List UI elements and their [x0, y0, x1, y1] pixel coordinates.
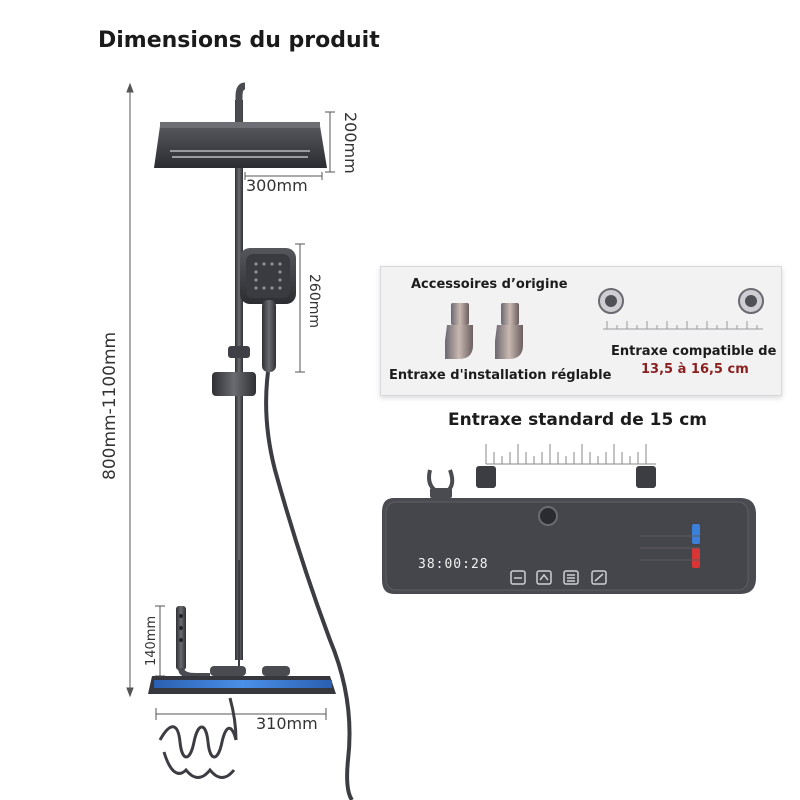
- standard-spacing-heading: Entraxe standard de 15 cm: [448, 410, 708, 430]
- hand-shower-label: 260mm: [306, 274, 322, 328]
- compatible-range: 13,5 à 16,5 cm: [641, 362, 749, 377]
- adjustable-label: Entraxe d'installation réglable: [389, 368, 612, 383]
- shelf-width-label: 310mm: [256, 714, 318, 733]
- height-dimension-line: [126, 82, 134, 698]
- spout-label: 140mm: [144, 615, 159, 666]
- compatible-label: Entraxe compatible de: [611, 344, 777, 359]
- accessories-panel: Accessoires d’origine Entraxe d'installa…: [380, 266, 782, 396]
- accessories-illustration: [445, 288, 764, 359]
- page-title: Dimensions du produit: [98, 28, 380, 53]
- head-width-label: 300mm: [246, 176, 308, 195]
- height-range-label: 800mm-1100mm: [100, 331, 120, 480]
- temperature-display: 38:00:28: [418, 557, 489, 572]
- head-height-label: 200mm: [341, 112, 360, 174]
- accessories-heading: Accessoires d’origine: [411, 277, 568, 292]
